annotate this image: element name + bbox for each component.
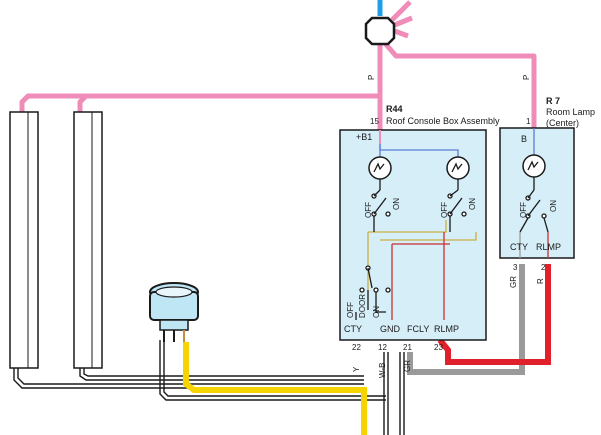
red-wire xyxy=(437,264,551,365)
r44-switch-right-icon xyxy=(447,189,467,232)
r7-name: Room Lamp xyxy=(546,107,595,117)
r44-right-off: OFF xyxy=(440,202,449,218)
r44-pos-on: ON xyxy=(372,306,381,318)
r44-pin-23: 23 xyxy=(434,343,443,352)
r7-box xyxy=(499,127,575,259)
r44-b-label: +B1 xyxy=(356,132,372,142)
wire-code-gr-left: GR xyxy=(403,360,412,372)
wire-code-red: R xyxy=(536,278,545,284)
r44-term-gnd: GND xyxy=(380,324,401,334)
r7-code: R 7 xyxy=(546,96,560,106)
r44-code: R44 xyxy=(386,104,403,114)
r7-pin-top: 1 xyxy=(526,117,531,126)
r44-pin-12: 12 xyxy=(378,343,387,352)
gray-wire xyxy=(407,264,525,375)
r7-lamp-icon xyxy=(522,154,546,190)
r44-term-fcly: FCLY xyxy=(407,324,429,334)
r7-pin-3: 3 xyxy=(513,263,518,272)
r44-right-on: ON xyxy=(468,198,477,210)
r44-switch-left-icon xyxy=(371,189,391,232)
left-module-2 xyxy=(73,111,103,369)
r7-pin-2: 2 xyxy=(541,263,546,272)
r44-internal-wiring xyxy=(355,130,477,320)
r44-pin-22: 22 xyxy=(352,343,361,352)
r7-off: OFF xyxy=(519,202,528,218)
r44-pin-21: 21 xyxy=(403,343,412,352)
r44-name: Roof Console Box Assembly xyxy=(386,116,500,126)
r7-subname: (Center) xyxy=(546,118,579,128)
r7-internal-wiring xyxy=(519,128,549,258)
r7-term-cty: CTY xyxy=(510,242,528,252)
r7-switch-icon xyxy=(519,189,549,233)
r7-b-label: B xyxy=(521,134,527,144)
r44-main-switch-icon xyxy=(359,265,391,293)
r44-pin-top: 15 xyxy=(370,117,379,126)
wire-code-pink-right: P xyxy=(522,75,531,80)
splice-connector xyxy=(364,16,396,46)
left-module-1 xyxy=(9,111,39,369)
r44-pos-off: OFF xyxy=(346,302,355,318)
pink-wires xyxy=(19,0,537,130)
r44-left-off: OFF xyxy=(364,202,373,218)
ground-wires xyxy=(13,340,405,435)
r44-pos-door: DOOR xyxy=(358,294,367,318)
wire-code-gr-right: GR xyxy=(509,276,518,288)
wire-code-wb: W-B xyxy=(378,363,387,378)
r7-on: ON xyxy=(549,200,558,212)
r44-lamp-right-icon xyxy=(446,156,470,190)
r44-left-on: ON xyxy=(392,198,401,210)
r44-lamp-left-icon xyxy=(368,156,392,190)
yellow-wire xyxy=(183,342,367,435)
r7-term-rlmp: RLMP xyxy=(536,242,561,252)
r44-term-cty: CTY xyxy=(344,324,362,334)
r44-term-rlmp: RLMP xyxy=(434,324,459,334)
wire-code-pink-left: P xyxy=(367,75,376,80)
wire-code-yellow: Y xyxy=(352,366,361,372)
sensor-icon xyxy=(149,282,199,342)
